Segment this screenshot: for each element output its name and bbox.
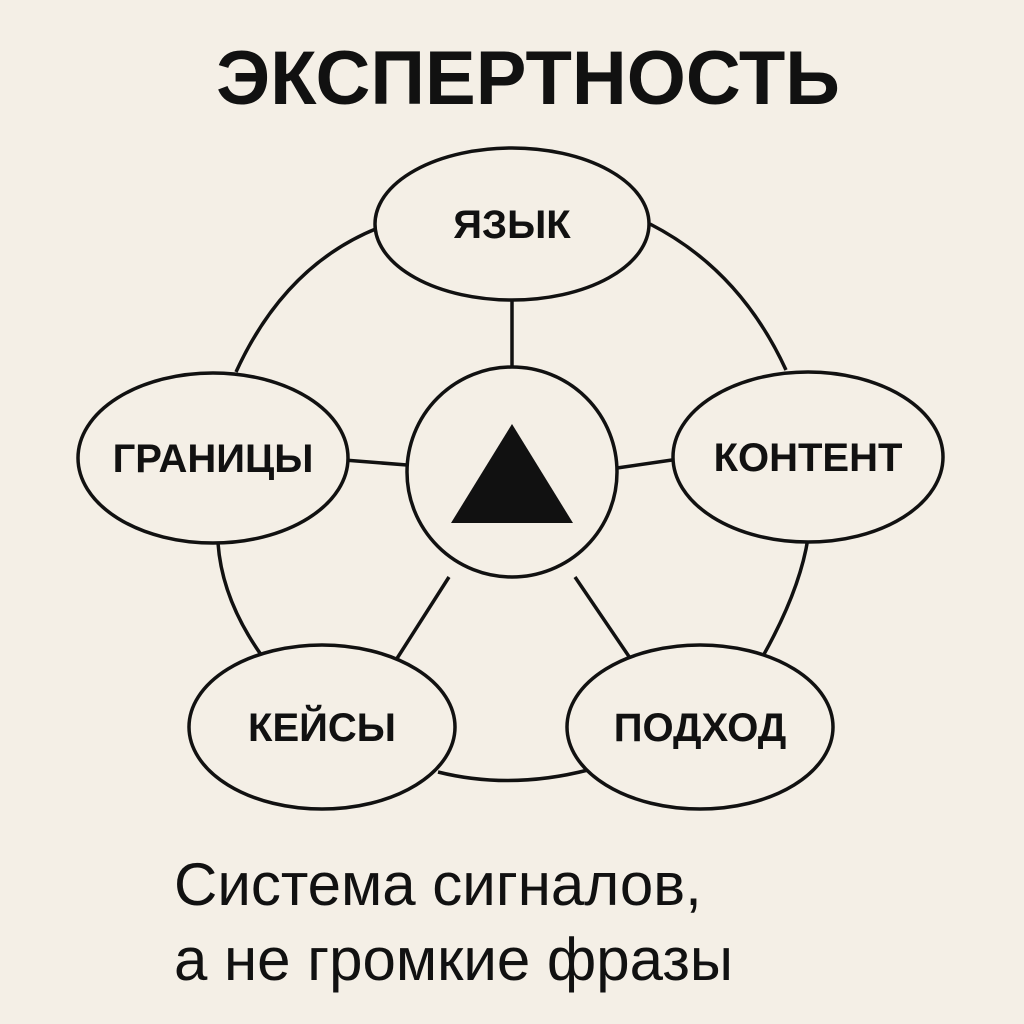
node-approach-label: ПОДХОД [614,706,787,750]
triangle-icon [451,424,573,523]
spoke-approach [573,576,632,659]
node-lang: ЯЗЫК [373,146,651,302]
node-lang-shape [373,146,651,302]
node-content-shape [671,370,945,544]
ring-arc-content-approach [761,537,810,657]
spoke-bounds [343,458,408,467]
node-content-label: КОНТЕНТ [714,436,903,480]
outer-ring [216,222,810,783]
node-approach-shape [565,643,835,811]
caption-line-2: а не громкие фразы [174,926,733,993]
node-bounds-shape [76,371,350,545]
node-cases-shape [187,643,457,811]
ring-arc-lang-content [649,222,788,371]
center-hub [405,365,619,579]
ring-arc-approach-cases [437,768,589,783]
ring-arc-cases-bounds [216,542,264,658]
node-bounds-label: ГРАНИЦЫ [113,437,314,481]
node-bounds: ГРАНИЦЫ [76,371,350,545]
node-cases-label: КЕЙСЫ [248,704,396,750]
diagram-title: ЭКСПЕРТНОСТЬ [216,36,840,121]
node-content: КОНТЕНТ [671,370,945,544]
node-lang-label: ЯЗЫК [453,203,571,247]
spoke-cases [394,576,451,661]
spoke-content [616,458,673,470]
caption-line-1: Система сигналов, [174,851,702,918]
ring-arc-bounds-lang [234,226,379,373]
node-approach: ПОДХОД [565,643,835,811]
node-cases: КЕЙСЫ [187,643,457,811]
